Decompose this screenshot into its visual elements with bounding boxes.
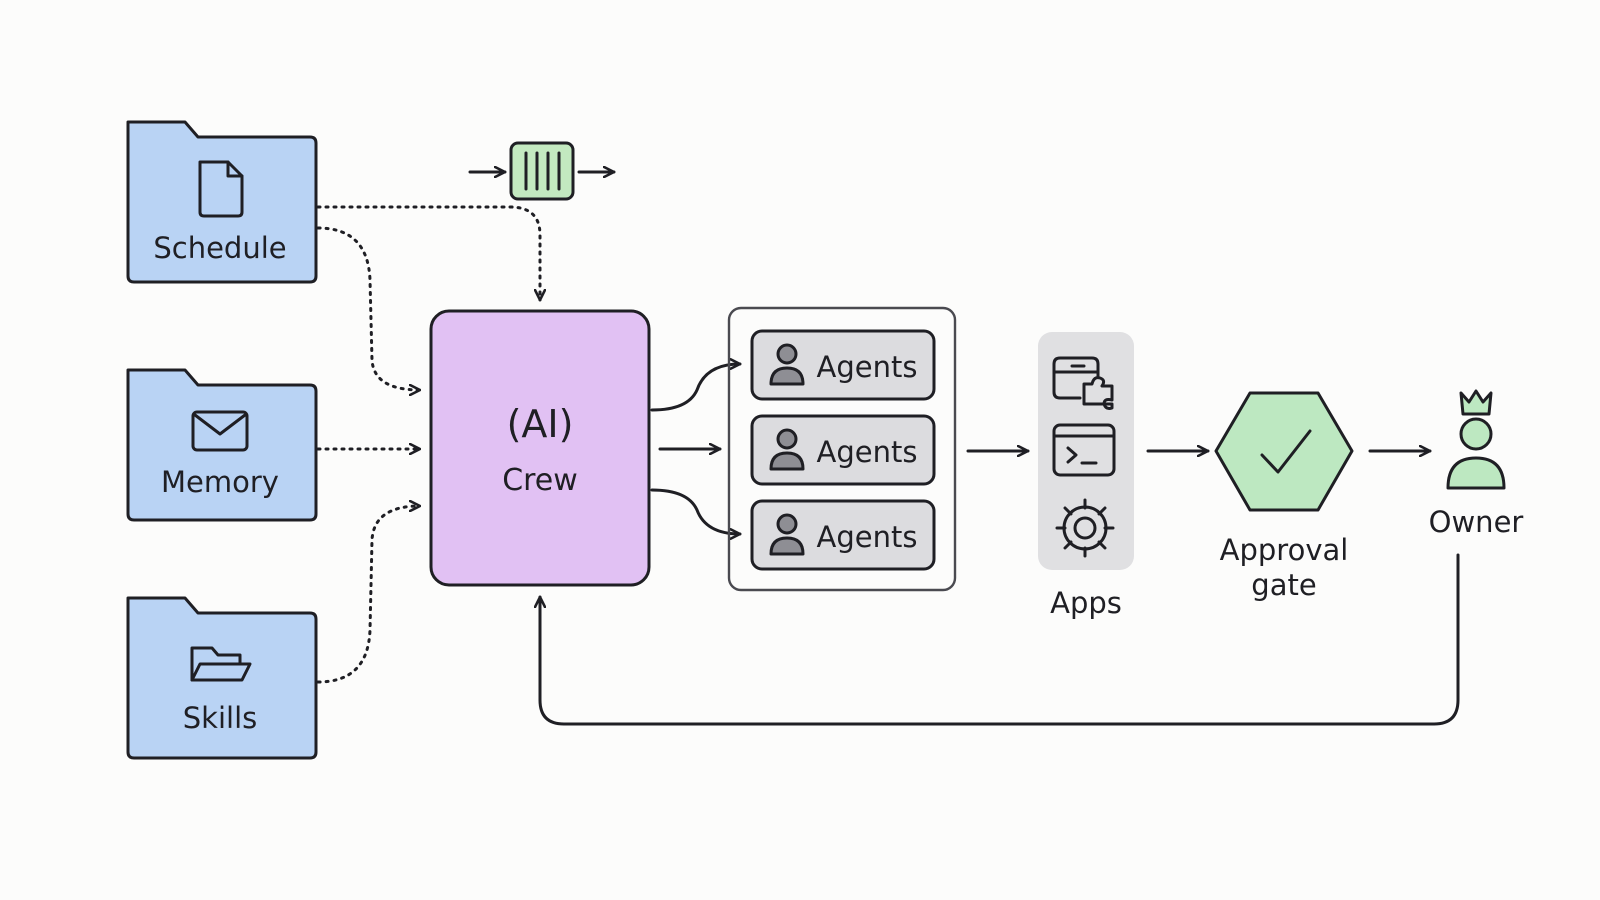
owner-node: Owner (1429, 389, 1524, 539)
queue-glyph (468, 141, 616, 201)
agent-label: Agents (817, 350, 918, 384)
agent-card: Agents (750, 499, 936, 571)
person-icon (769, 428, 805, 471)
gate-hexagon (1214, 391, 1354, 512)
queue-box (509, 141, 575, 201)
crown-icon (1459, 389, 1493, 416)
schedule-label: Schedule (153, 231, 286, 265)
crew-to-agent-3-arrow (650, 488, 742, 534)
gate-label-line1: Approval (1220, 533, 1349, 567)
agent-card: Agents (750, 329, 936, 401)
apps-label: Apps (1050, 586, 1122, 620)
approval-gate: Approval gate (1214, 391, 1354, 602)
schedule-to-crew-top-connector (316, 205, 540, 302)
ai-crew-box: (AI) Crew (429, 309, 651, 587)
skills-folder-shape (126, 596, 318, 760)
apps-panel-shape (1038, 332, 1134, 570)
apps-panel: Apps (1038, 332, 1134, 620)
person-icon (1446, 417, 1506, 490)
open-folder-icon (190, 646, 252, 682)
memory-folder: Memory (126, 368, 318, 522)
agent-label: Agents (817, 520, 918, 554)
gate-label-line2: gate (1251, 568, 1316, 602)
crew-shape (429, 309, 651, 587)
schedule-folder-shape (126, 120, 318, 284)
agents-container (727, 306, 957, 592)
agents-group: Agents Agents Agents (727, 306, 957, 592)
document-icon (198, 160, 244, 218)
checkmark-icon (1260, 429, 1312, 474)
crew-to-agent-1-arrow (650, 364, 742, 412)
skills-label: Skills (183, 701, 257, 735)
skills-to-crew-connector (316, 506, 422, 684)
memory-folder-shape (126, 368, 318, 522)
agent-label: Agents (817, 435, 918, 469)
crew-to-agents-connectors (650, 364, 742, 534)
schedule-to-crew-side-connector (316, 226, 422, 390)
skills-folder: Skills (126, 596, 318, 760)
crew-label-line1: (AI) (507, 402, 574, 446)
memory-label: Memory (161, 465, 279, 499)
person-icon (769, 513, 805, 556)
agent-card: Agents (750, 414, 936, 486)
gear-icon (1055, 498, 1115, 558)
dotted-connectors (316, 205, 540, 684)
crew-label-line2: Crew (502, 463, 578, 498)
envelope-icon (191, 410, 249, 452)
owner-label: Owner (1429, 505, 1524, 539)
terminal-icon (1052, 423, 1116, 477)
window-puzzle-icon (1052, 356, 1114, 410)
owner-feedback-loop-arrow (540, 553, 1460, 726)
person-icon (769, 343, 805, 386)
schedule-folder: Schedule (126, 120, 318, 284)
